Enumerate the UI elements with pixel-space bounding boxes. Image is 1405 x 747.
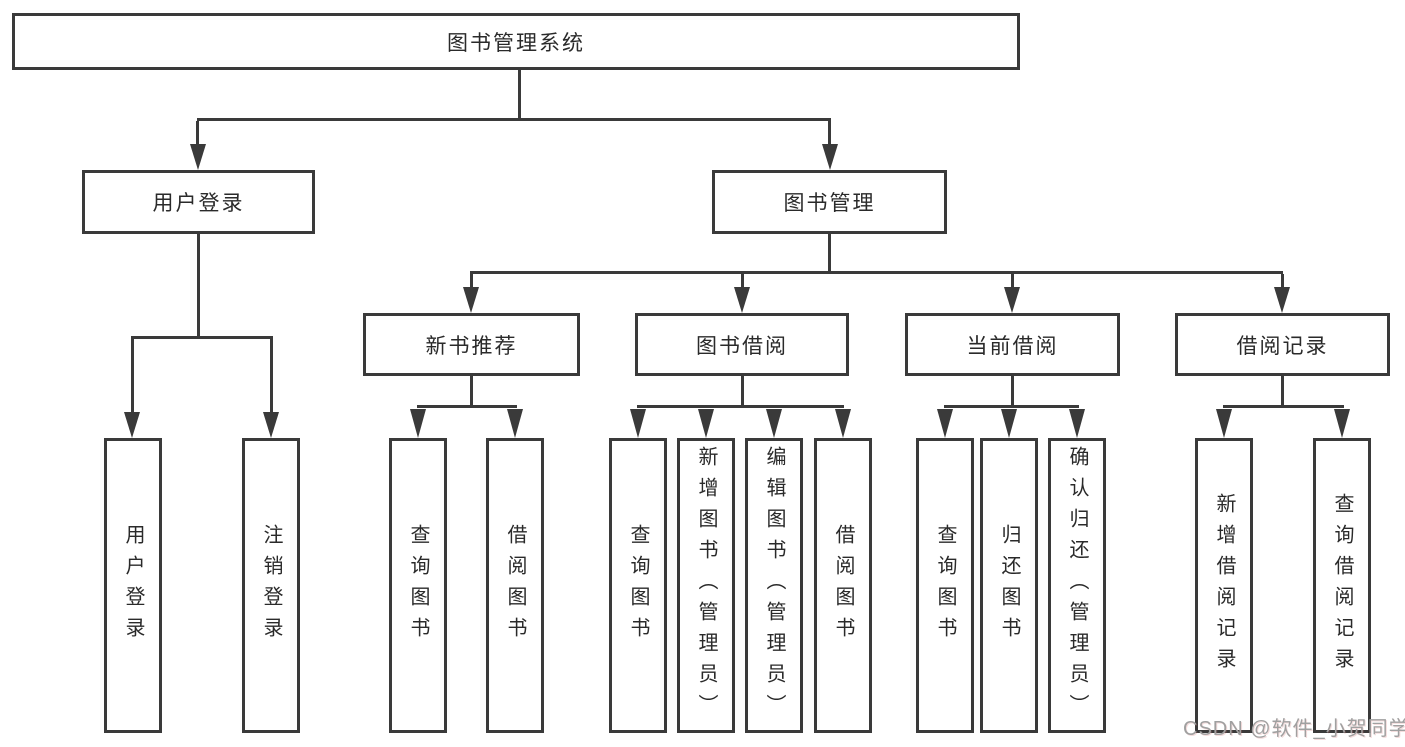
- connector-drop-borrow-records: [1281, 274, 1284, 289]
- leaf-logout-login: 注销登录: [242, 438, 300, 733]
- leaf-cb-return-book: 归还图书: [980, 438, 1038, 733]
- connector-book-borrow-hline: [637, 405, 844, 408]
- arrow-to-bb-borrow-book: [835, 409, 851, 438]
- connector-root-stem: [518, 69, 521, 118]
- connector-current-borrow-hline: [944, 405, 1079, 408]
- connector-root-drop-left: [196, 121, 199, 148]
- leaf-bb-add-book-admin: 新增图书（管理员）: [677, 438, 735, 733]
- arrow-to-cb-query-book: [937, 409, 953, 438]
- connector-book-mgmt-stem: [828, 233, 831, 271]
- node-new-book-recommend: 新书推荐: [363, 313, 580, 376]
- arrow-to-br-add-record: [1216, 409, 1232, 438]
- arrow-to-bb-query-book: [630, 409, 646, 438]
- connector-current-borrow-stem: [1011, 375, 1014, 405]
- arrow-to-leaf-logout: [263, 412, 279, 438]
- leaf-cb-confirm-return-admin: 确认归还（管理员）: [1048, 438, 1106, 733]
- connector-drop-current-borrow: [1011, 274, 1014, 289]
- arrow-to-nb-query-book: [410, 409, 426, 438]
- leaf-br-query-borrow-record: 查询借阅记录: [1313, 438, 1371, 733]
- leaf-nb-query-book: 查询图书: [389, 438, 447, 733]
- arrow-to-leaf-user-login: [124, 412, 140, 438]
- node-book-borrow: 图书借阅: [635, 313, 849, 376]
- connector-book-borrow-stem: [741, 375, 744, 405]
- arrow-to-bb-add-book: [698, 409, 714, 438]
- arrow-to-book-borrow: [734, 287, 750, 313]
- connector-book-mgmt-hline: [470, 271, 1283, 274]
- node-user-login: 用户登录: [82, 170, 315, 234]
- arrow-to-br-query-record: [1334, 409, 1350, 438]
- arrow-to-borrow-records: [1274, 287, 1290, 313]
- connector-drop-new-book: [470, 274, 473, 289]
- connector-root-hline: [197, 118, 831, 121]
- arrow-to-cb-return-book: [1001, 409, 1017, 438]
- leaf-br-add-borrow-record: 新增借阅记录: [1195, 438, 1253, 733]
- connector-user-login-drop-right: [270, 336, 273, 412]
- arrow-to-bb-edit-book: [766, 409, 782, 438]
- connector-borrow-records-stem: [1281, 375, 1284, 405]
- node-current-borrow: 当前借阅: [905, 313, 1120, 376]
- arrow-to-cb-confirm-return: [1069, 409, 1085, 438]
- arrow-to-nb-borrow-book: [507, 409, 523, 438]
- arrow-to-new-book-recommend: [463, 287, 479, 313]
- node-borrow-records: 借阅记录: [1175, 313, 1390, 376]
- connector-drop-book-borrow: [741, 274, 744, 289]
- connector-new-book-hline: [417, 405, 517, 408]
- leaf-user-login: 用户登录: [104, 438, 162, 733]
- leaf-bb-borrow-book: 借阅图书: [814, 438, 872, 733]
- csdn-watermark: CSDN @软件_小贺同学: [1183, 718, 1405, 740]
- connector-new-book-stem: [470, 375, 473, 405]
- connector-user-login-drop-left: [131, 336, 134, 412]
- connector-root-drop-right: [828, 121, 831, 148]
- leaf-cb-query-book: 查询图书: [916, 438, 974, 733]
- node-library-management-system: 图书管理系统: [12, 13, 1020, 70]
- connector-user-login-stem: [197, 233, 200, 336]
- arrow-to-user-login: [190, 144, 206, 170]
- arrow-to-current-borrow: [1004, 287, 1020, 313]
- leaf-nb-borrow-book: 借阅图书: [486, 438, 544, 733]
- leaf-bb-edit-book-admin: 编辑图书（管理员）: [745, 438, 803, 733]
- connector-borrow-records-hline: [1223, 405, 1344, 408]
- arrow-to-book-management: [822, 144, 838, 170]
- connector-user-login-hline: [131, 336, 273, 339]
- node-book-management: 图书管理: [712, 170, 947, 234]
- leaf-bb-query-book: 查询图书: [609, 438, 667, 733]
